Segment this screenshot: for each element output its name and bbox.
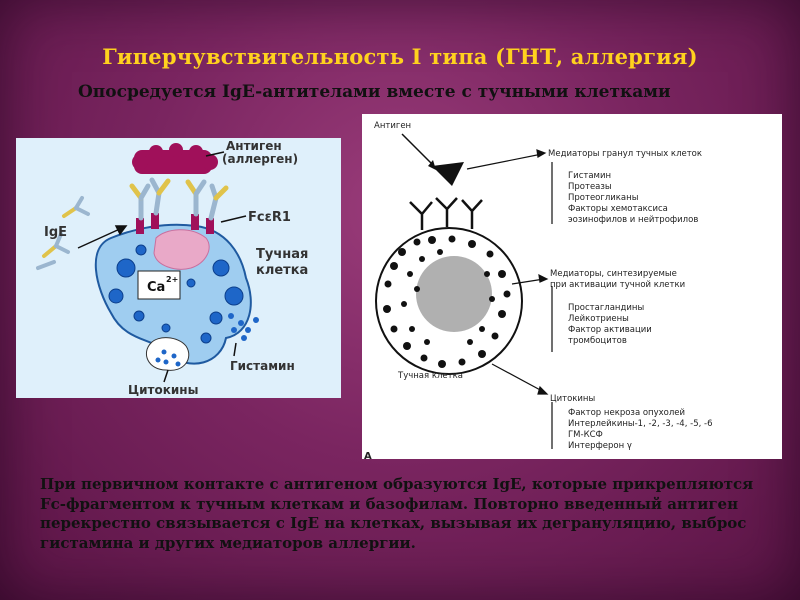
left-arrows: [77, 151, 247, 249]
cell-label-1: Тучная: [256, 247, 308, 262]
cell-label-2: клетка: [256, 263, 308, 278]
allergen-label: (аллерген): [222, 152, 298, 166]
granule-item-2: Протеазы: [568, 182, 612, 192]
corner-mark: А: [364, 451, 372, 459]
synth-item-1: Простагландины: [568, 303, 644, 313]
granule-item-4: Факторы хемотаксиса: [568, 204, 668, 214]
mediator-arrows: [466, 149, 553, 449]
receptor-label: FcεR1: [248, 210, 291, 225]
cytokine-item-2: Интерлейкины-1, -2, -3, -4, -5, -6: [568, 419, 712, 429]
cytokine-dots: [155, 349, 181, 367]
granule-item-1: Гистамин: [568, 171, 611, 181]
free-ige-icon: [36, 196, 90, 270]
mast-cell-nucleus-gray: [416, 256, 492, 332]
cytokines-label: Цитокины: [128, 383, 198, 397]
slide-subtitle: Опосредуется IgE-антителами вместе с туч…: [78, 82, 671, 102]
cytokine-item-3: ГМ-КСФ: [568, 430, 603, 440]
mast-cell-mediators-diagram: Антиген Тучная клетка Медиаторы гранул т…: [362, 114, 782, 462]
synth-mediators-title-1: Медиаторы, синтезируемые: [550, 269, 677, 279]
granule-item-5: эозинофилов и нейтрофилов: [568, 215, 698, 225]
ige-antibodies: [129, 177, 229, 221]
synth-item-3: Фактор активации: [568, 325, 652, 335]
cytokine-bubble: [146, 337, 190, 371]
left-diagram-svg: Ca 2+: [36, 139, 308, 397]
fc-receptors: [136, 213, 214, 234]
synth-item-4: тромбоцитов: [568, 336, 627, 346]
synth-mediators-title-2: при активации тучной клетки: [550, 280, 685, 290]
ige-label: IgE: [44, 225, 67, 240]
mast-cell-nucleus: [153, 229, 210, 270]
calcium-superscript: 2+: [166, 275, 178, 284]
antigen-triangle: [432, 162, 464, 186]
granule-item-3: Протеогликаны: [568, 193, 638, 203]
mast-cell-illustration: Ca 2+: [16, 138, 341, 398]
surface-antibodies: [409, 197, 483, 230]
cell-granules: [383, 235, 511, 368]
right-antigen-label: Антиген: [374, 121, 411, 131]
right-cell-label: Тучная клетка: [397, 371, 463, 381]
cytokines-title: Цитокины: [550, 394, 595, 404]
antigen-label: Антиген: [226, 139, 282, 153]
histamine-label: Гистамин: [230, 359, 295, 373]
antigen-shape: [132, 143, 218, 174]
explanation-paragraph: При первичном контакте с антигеном образ…: [40, 475, 754, 552]
right-diagram-svg: Антиген Тучная клетка Медиаторы гранул т…: [364, 121, 712, 462]
slide-title: Гиперчувствительность I типа (ГНТ, аллер…: [102, 44, 698, 69]
cytokine-item-4: Интерферон γ: [568, 441, 632, 451]
cytokine-item-1: Фактор некроза опухолей: [568, 408, 685, 418]
granules: [108, 244, 244, 344]
synth-item-2: Лейкотриены: [568, 314, 629, 324]
histamine-granules: [228, 313, 259, 341]
granule-mediators-title: Медиаторы гранул тучных клеток: [548, 149, 702, 159]
calcium-label: Ca: [147, 280, 165, 295]
